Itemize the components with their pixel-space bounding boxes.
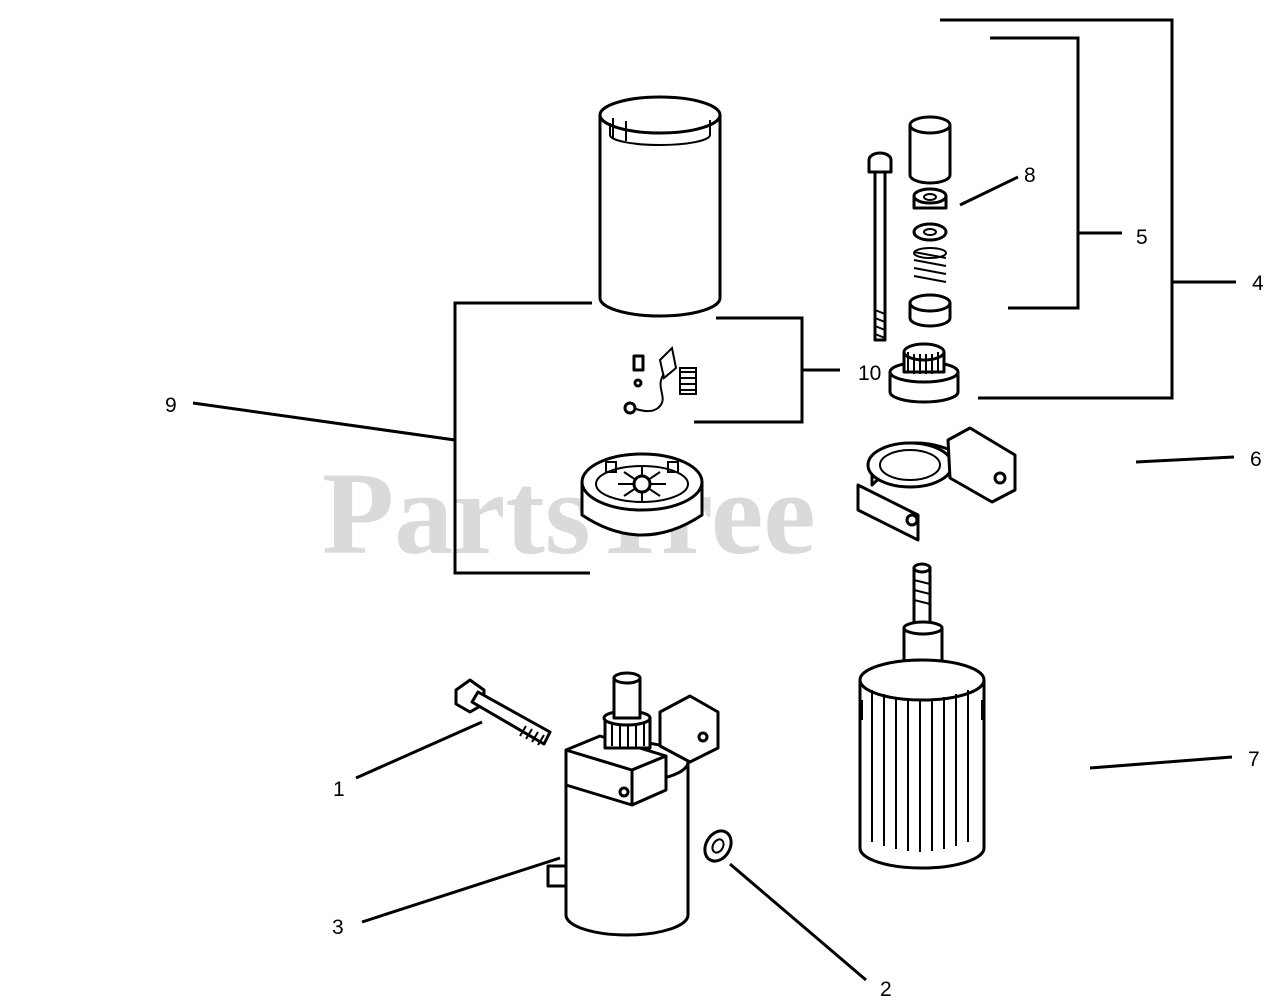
callout-4: 4	[1252, 272, 1264, 295]
through-bolt	[867, 151, 893, 342]
frame-housing	[598, 95, 722, 318]
bracket-5	[990, 36, 1122, 310]
callout-1: 1	[333, 778, 345, 801]
brush-and-spring	[623, 345, 697, 415]
watermark: PartsTree TM	[322, 448, 944, 579]
callout-9: 9	[165, 394, 177, 417]
armature	[858, 562, 986, 870]
callout-labels: 1 2 3 4 5 6 7 8 9 10	[165, 164, 1264, 1001]
washer	[703, 829, 733, 863]
drive-end-cap	[856, 426, 1017, 542]
bracket-4	[940, 18, 1236, 400]
starter-assembly	[546, 671, 720, 937]
callout-2: 2	[880, 978, 892, 1001]
commutator-end-cap	[580, 452, 704, 537]
bracket-10	[694, 316, 840, 424]
callout-5: 5	[1136, 226, 1148, 249]
drive-kit-stack	[888, 115, 960, 404]
callout-8: 8	[1024, 164, 1036, 187]
bracket-9	[453, 301, 592, 575]
mounting-bolt	[454, 678, 552, 746]
callout-3: 3	[332, 916, 344, 939]
callout-10: 10	[858, 362, 881, 385]
callout-7: 7	[1248, 748, 1260, 771]
watermark-text: PartsTree	[322, 448, 816, 579]
leader-lines	[192, 175, 1235, 982]
callout-6: 6	[1250, 448, 1262, 471]
